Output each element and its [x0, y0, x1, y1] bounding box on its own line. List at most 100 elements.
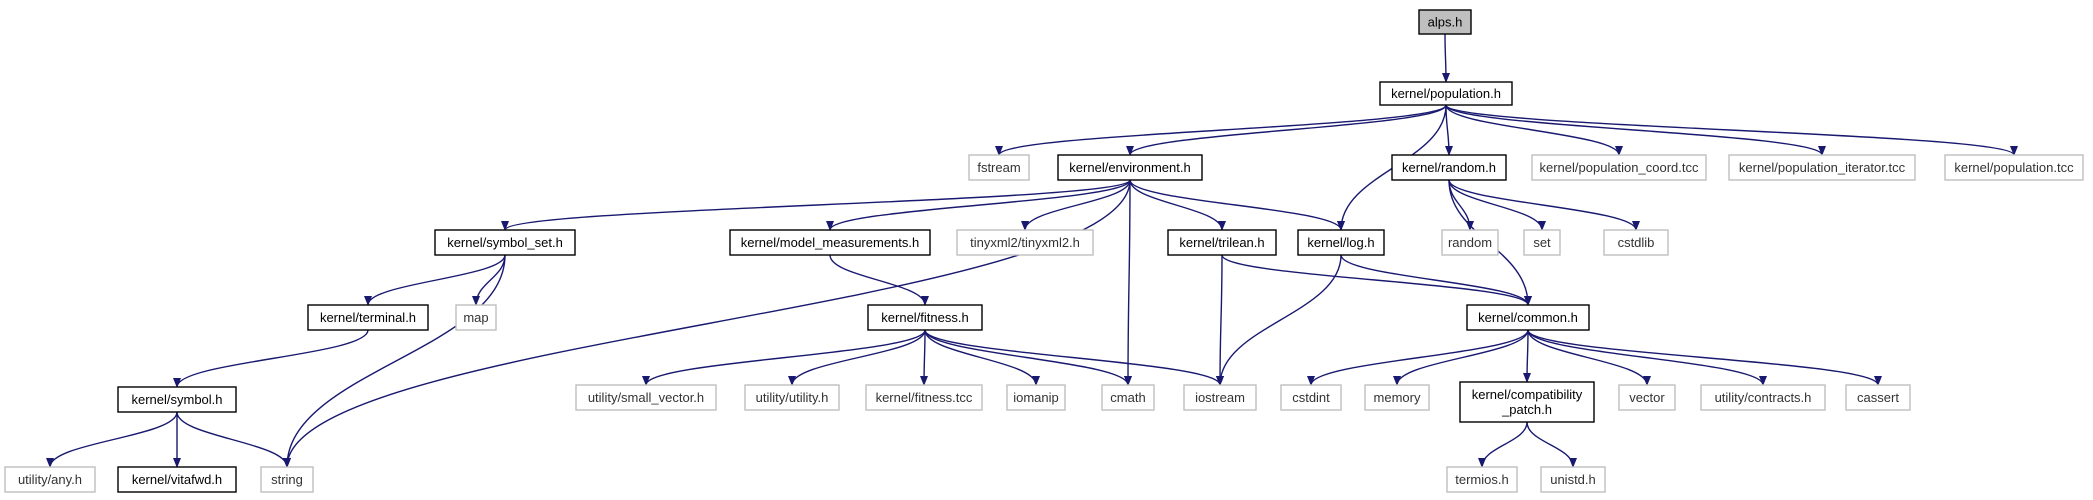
node-box-cstdint	[1280, 384, 1342, 411]
edge-population-to-random_h	[1444, 104, 1453, 156]
edge-fitness-to-fitness_tcc	[920, 329, 929, 386]
node-model_meas[interactable]: kernel/model_measurements.h	[729, 229, 931, 256]
edge-symbol-to-any	[46, 411, 178, 468]
node-box-cassert	[1845, 384, 1911, 411]
node-box-trilean	[1167, 229, 1277, 256]
node-common[interactable]: kernel/common.h	[1466, 304, 1590, 331]
node-box-vitafwd	[117, 466, 237, 493]
node-label-termios: termios.h	[1455, 472, 1508, 487]
edge-fitness-to-small_vector	[642, 329, 926, 386]
node-box-contracts	[1700, 384, 1826, 411]
node-label-environment: kernel/environment.h	[1069, 160, 1190, 175]
node-random_h[interactable]: kernel/random.h	[1391, 154, 1507, 181]
edge-symbol_set-to-terminal	[364, 254, 506, 306]
node-box-fitness	[867, 304, 983, 331]
node-label-symbol: kernel/symbol.h	[131, 392, 222, 407]
edge-symbol_set-to-string	[283, 254, 506, 468]
node-fitness_tcc: kernel/fitness.tcc	[865, 384, 983, 411]
edge-compat-to-unistd	[1526, 421, 1577, 468]
node-box-iostream	[1183, 384, 1257, 411]
node-label-cstdint: cstdint	[1292, 390, 1330, 405]
dependency-nodes: alps.h kernel/population.h fstream kernel/e…	[4, 9, 2084, 493]
node-terminal[interactable]: kernel/terminal.h	[307, 304, 429, 331]
edge-symbol_set-to-map	[472, 254, 506, 306]
node-box-unistd	[1540, 466, 1606, 493]
node-box-any	[4, 466, 96, 493]
node-label-log_h: kernel/log.h	[1307, 235, 1374, 250]
node-box-vector	[1618, 384, 1676, 411]
node-unistd: unistd.h	[1540, 466, 1606, 493]
node-label-cassert: cassert	[1857, 390, 1899, 405]
edge-population-to-fstream	[995, 104, 1447, 156]
node-box-log_h	[1297, 229, 1385, 256]
node-box-termios	[1446, 466, 1518, 493]
node-box-population	[1379, 81, 1513, 106]
edge-trilean-to-common	[1221, 254, 1532, 306]
node-box-pop_iter	[1728, 154, 1916, 181]
node-label-vitafwd: kernel/vitafwd.h	[132, 472, 222, 487]
edge-fitness-to-cmath	[924, 329, 1132, 386]
node-log_h[interactable]: kernel/log.h	[1297, 229, 1385, 256]
edge-symbol-to-string	[176, 411, 291, 468]
node-box-random_std	[1441, 229, 1499, 256]
node-pop_iter: kernel/population_iterator.tcc	[1728, 154, 1916, 181]
node-tinyxml2: tinyxml2/tinyxml2.h	[956, 229, 1094, 256]
node-cstdlib: cstdlib	[1603, 229, 1669, 256]
node-label-memory: memory	[1374, 390, 1421, 405]
node-symbol[interactable]: kernel/symbol.h	[117, 386, 237, 413]
edge-fitness-to-iomanip	[924, 329, 1040, 386]
node-environment[interactable]: kernel/environment.h	[1057, 154, 1203, 181]
node-cstdint: cstdint	[1280, 384, 1342, 411]
edge-common-to-cstdint	[1307, 329, 1529, 386]
node-vitafwd[interactable]: kernel/vitafwd.h	[117, 466, 237, 493]
node-alps[interactable]: alps.h	[1418, 9, 1472, 35]
node-cassert: cassert	[1845, 384, 1911, 411]
node-box-fstream	[968, 154, 1030, 181]
edge-environment-to-symbol_set	[501, 179, 1131, 231]
edge-log_h-to-iostream	[1216, 254, 1342, 386]
node-label-fitness: kernel/fitness.h	[881, 310, 968, 325]
edge-common-to-memory	[1393, 329, 1529, 386]
node-box-cstdlib	[1603, 229, 1669, 256]
node-box-common	[1466, 304, 1590, 331]
edge-common-to-compat	[1523, 329, 1532, 383]
node-fitness[interactable]: kernel/fitness.h	[867, 304, 983, 331]
node-trilean[interactable]: kernel/trilean.h	[1167, 229, 1277, 256]
node-label-string: string	[271, 472, 303, 487]
edge-log_h-to-common	[1340, 254, 1532, 306]
node-label-population: kernel/population.h	[1391, 86, 1501, 101]
node-label-pop_coord: kernel/population_coord.tcc	[1540, 160, 1699, 175]
node-iomanip: iomanip	[1006, 384, 1066, 411]
node-label-compat: kernel/compatibility_patch.h	[1472, 387, 1583, 417]
node-label-contracts: utility/contracts.h	[1715, 390, 1812, 405]
edge-random_h-to-set	[1448, 179, 1546, 231]
edge-environment-to-model_meas	[826, 179, 1131, 231]
edge-compat-to-termios	[1478, 421, 1528, 468]
node-symbol_set[interactable]: kernel/symbol_set.h	[434, 229, 576, 256]
node-cmath: cmath	[1101, 384, 1155, 411]
node-any: utility/any.h	[4, 466, 96, 493]
edge-alps-to-population	[1441, 33, 1450, 83]
edge-fitness-to-utility_h	[788, 329, 926, 386]
node-label-trilean: kernel/trilean.h	[1179, 235, 1264, 250]
edge-fitness-to-iostream	[924, 329, 1224, 386]
node-label-fstream: fstream	[977, 160, 1020, 175]
node-pop_tcc: kernel/population.tcc	[1944, 154, 2084, 181]
node-box-symbol_set	[434, 229, 576, 256]
node-small_vector: utility/small_vector.h	[575, 384, 717, 411]
node-population[interactable]: kernel/population.h	[1379, 81, 1513, 106]
node-fstream: fstream	[968, 154, 1030, 181]
node-label-random_std: random	[1448, 235, 1492, 250]
node-compat[interactable]: kernel/compatibility_patch.h	[1459, 381, 1595, 423]
node-box-pop_tcc	[1944, 154, 2084, 181]
node-box-set	[1523, 229, 1561, 256]
edge-environment-to-log_h	[1129, 179, 1345, 231]
node-set: set	[1523, 229, 1561, 256]
edge-environment-to-tinyxml2	[1021, 179, 1131, 231]
node-box-tinyxml2	[956, 229, 1094, 256]
edge-common-to-cassert	[1527, 329, 1882, 386]
node-label-common: kernel/common.h	[1478, 310, 1578, 325]
node-random_std: random	[1441, 229, 1499, 256]
node-memory: memory	[1364, 384, 1430, 411]
node-label-terminal: kernel/terminal.h	[320, 310, 416, 325]
